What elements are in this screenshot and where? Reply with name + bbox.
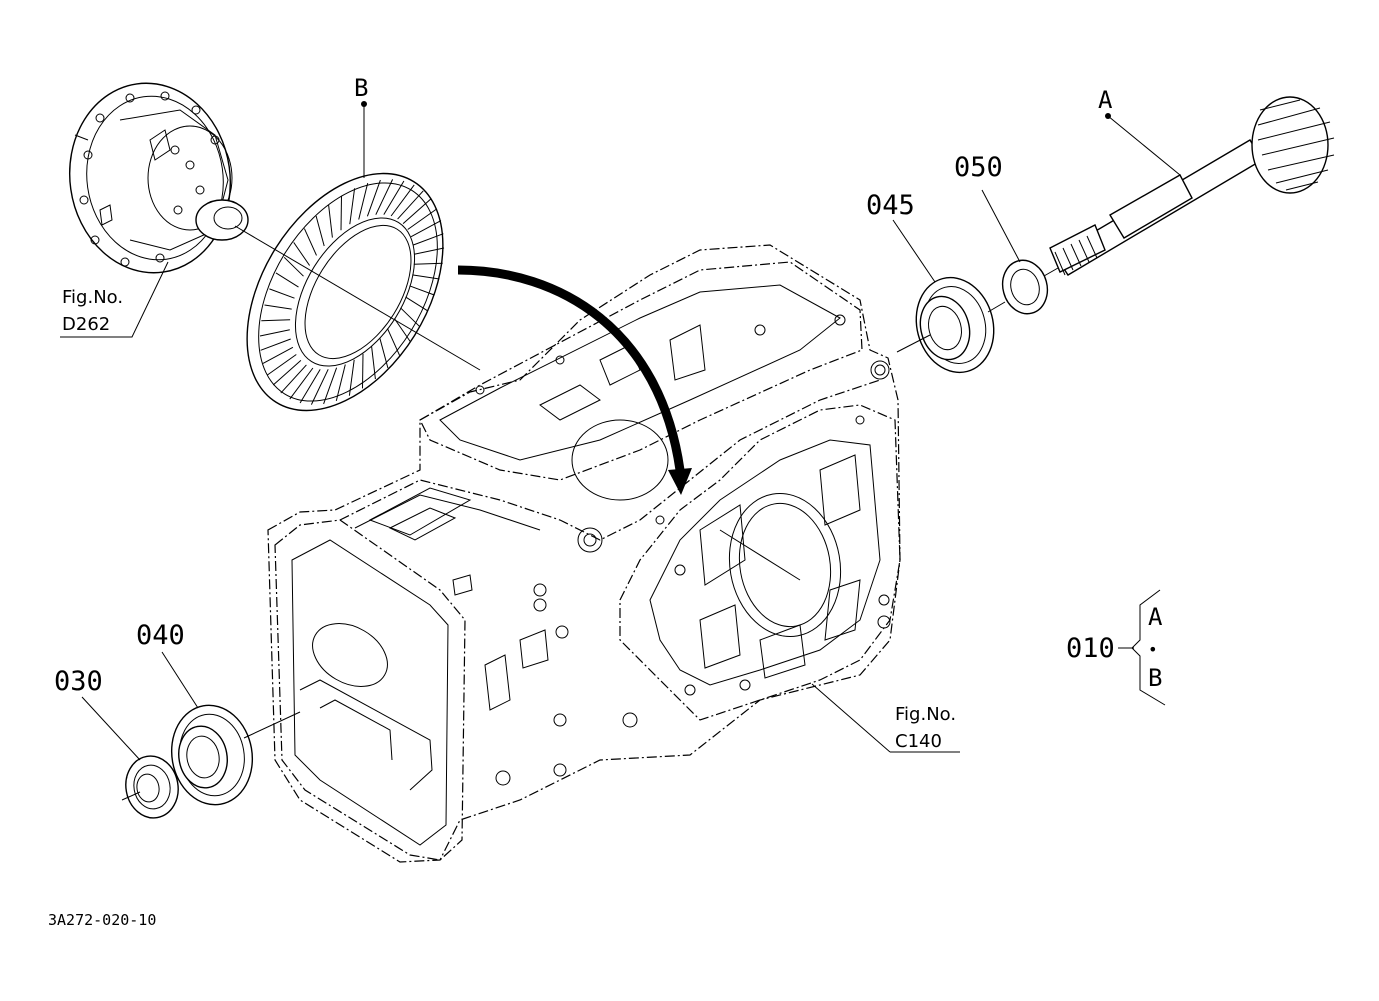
gear-tooth — [349, 188, 356, 225]
assembly-center-lines — [121, 225, 1059, 801]
callout-045: 045 — [866, 190, 915, 221]
group-010-sep: • — [1148, 640, 1158, 659]
gear-tooth — [280, 364, 307, 394]
pinion-shaft[interactable] — [1049, 96, 1335, 276]
assembly-direction-arrow — [457, 265, 692, 495]
gear-tooth — [414, 247, 445, 255]
differential-assembly[interactable] — [58, 73, 249, 283]
gear-tooth — [410, 220, 442, 238]
gear-tooth — [283, 256, 304, 277]
gear-tooth — [375, 179, 394, 215]
group-010-top: A — [1148, 603, 1163, 631]
gear-tooth — [379, 337, 389, 369]
gear-tooth — [413, 262, 443, 265]
callout-010: 010 — [1066, 633, 1115, 664]
bearing-040[interactable] — [164, 699, 260, 811]
gear-tooth — [260, 338, 291, 351]
gear-tooth — [402, 198, 432, 224]
drawing-code: 3A272-020-10 — [48, 911, 156, 929]
fig-ref-d262-label: Fig.No. — [62, 287, 123, 308]
gear-tooth — [261, 319, 291, 322]
gear-tooth — [371, 346, 376, 380]
gear-tooth — [299, 369, 321, 404]
gear-tooth — [328, 204, 333, 238]
gear-tooth — [413, 233, 444, 246]
fig-ref-c140-number: C140 — [895, 731, 942, 752]
gear-tooth — [409, 285, 435, 296]
gear-tooth — [390, 184, 415, 217]
gear-tooth — [362, 353, 364, 389]
gear-tooth — [366, 179, 381, 217]
gear-tooth — [348, 359, 355, 396]
callout-030: 030 — [54, 666, 103, 697]
group-010-bottom: B — [1148, 664, 1162, 692]
bevel-gear[interactable] — [207, 138, 484, 445]
gear-tooth — [272, 360, 302, 386]
callout-a: A — [1098, 86, 1113, 114]
fig-ref-d262-number: D262 — [62, 314, 110, 335]
gear-tooth — [387, 328, 401, 356]
callout-050: 050 — [954, 152, 1003, 183]
gear-tooth — [323, 367, 338, 405]
gear-tooth — [264, 304, 292, 310]
gear-tooth — [293, 242, 311, 266]
gear-tooth — [266, 354, 297, 376]
gear-tooth — [269, 288, 295, 299]
gear-tooth — [397, 190, 424, 220]
callout-040: 040 — [136, 620, 185, 651]
gear-tooth — [259, 329, 290, 337]
gear-tooth — [340, 195, 342, 231]
gear-tooth — [262, 346, 294, 364]
group-010: 010 A • B — [1066, 589, 1166, 706]
callout-b: B — [354, 74, 368, 102]
gear-tooth — [393, 318, 411, 342]
gear-tooth — [405, 296, 429, 312]
leader-lines — [60, 101, 1181, 761]
gear-tooth — [289, 367, 314, 400]
fig-ref-c140-label: Fig.No. — [895, 704, 956, 725]
seal-030[interactable] — [121, 752, 183, 822]
gear-tooth — [412, 274, 440, 280]
gear-tooth — [275, 272, 299, 288]
gear-tooth — [400, 307, 421, 328]
gear-tooth — [407, 208, 438, 230]
gear-tooth — [310, 369, 329, 405]
gear-tooth — [335, 364, 346, 402]
shim-050[interactable] — [997, 255, 1053, 319]
gear-tooth — [383, 180, 405, 215]
gear-tooth — [315, 215, 325, 247]
gear-teeth — [259, 179, 445, 405]
gear-tooth — [303, 228, 317, 256]
gear-tooth — [358, 182, 369, 220]
bearing-045[interactable] — [906, 269, 1004, 381]
